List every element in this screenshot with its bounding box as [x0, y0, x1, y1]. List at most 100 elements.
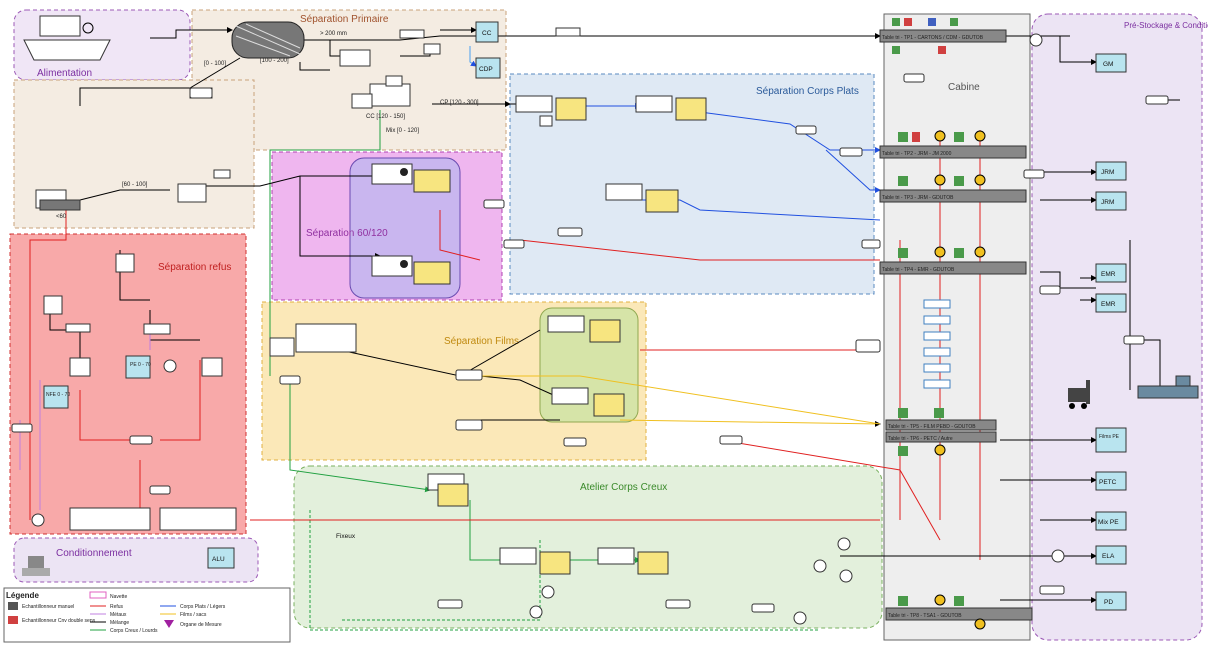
outputs-right: GM JRM JRM EMR EMR Films PE PETC Mix PE [207, 53, 1127, 611]
label-cp: CP [120 - 300] [440, 100, 479, 106]
output-gm[interactable]: GM [1095, 53, 1127, 73]
output-ela[interactable]: ELA [1095, 545, 1127, 565]
conditionnement-icon [22, 556, 50, 576]
output-mix-pe[interactable]: Mix PE [1095, 511, 1127, 531]
table-t3-label: Table tri - TP3 - JRM - GDUTOB [882, 195, 954, 201]
sorting-tables: Table tri - TP1 - CARTONS / CDM - GDUTOB… [879, 18, 1033, 630]
zone-separation-primaire: Séparation Primaire [13, 9, 507, 229]
output-cc[interactable]: CC [475, 21, 499, 43]
output-ela-label: ELA [1102, 553, 1115, 560]
output-mix-pe-label: Mix PE [1098, 519, 1119, 526]
separator-cp-b[interactable] [635, 95, 707, 121]
output-films-pe[interactable]: Films PE [1095, 427, 1127, 453]
legend-corps-plats: Corps Plats / Légers [180, 604, 226, 610]
trommel[interactable] [231, 21, 305, 59]
legend-echant-double: Echantillonneur Cnv double sens [22, 618, 96, 624]
table-t4-label: Table tri - TP4 - EMR - GDUTOB [882, 267, 955, 273]
output-emr-1-label: EMR [1101, 271, 1116, 278]
separator-60-120-b[interactable] [371, 255, 451, 285]
label-0-100: [0 - 100] [204, 61, 226, 67]
output-pe-refus[interactable]: PE 0 - 70 [125, 355, 151, 379]
label-mix: Mix [0 - 120] [386, 128, 419, 134]
output-films-pe-label: Films PE [1099, 434, 1120, 440]
separator-films-b[interactable] [551, 387, 625, 417]
label-cc: CC [120 - 150] [366, 114, 405, 120]
output-alu-label: ALU [212, 556, 225, 563]
output-jrm-1-label: JRM [1101, 169, 1114, 176]
label-100-200: [100 - 200] [260, 58, 289, 64]
zone-title-atelier-corps-creux: Atelier Corps Creux [580, 482, 667, 493]
zone-title-separation-refus: Séparation refus [158, 262, 231, 273]
output-cdp-label: CDP [479, 66, 493, 73]
forklift-icon [1068, 380, 1090, 409]
separator-cp-c[interactable] [605, 183, 679, 213]
machine-bal[interactable] [269, 323, 357, 357]
output-jrm-2[interactable]: JRM [1095, 191, 1127, 211]
separators [269, 95, 707, 575]
output-jrm-2-label: JRM [1101, 199, 1114, 206]
zone-title-separation-60-120: Séparation 60/120 [306, 228, 388, 239]
output-petc[interactable]: PETC [1095, 471, 1127, 491]
legend-corps-creux: Corps Creux / Lourds [110, 628, 158, 634]
output-cc-label: CC [482, 30, 492, 37]
cabine-bins [923, 299, 951, 389]
output-emr-2[interactable]: EMR [1095, 293, 1127, 313]
legend-refus: Refus [110, 604, 124, 610]
zone-pre-stockage: Pré-Stockage & Conditionnement [1031, 13, 1208, 641]
legend-melange: Mélange [110, 620, 129, 626]
zone-title-fixeux: Fixeux [336, 533, 356, 540]
label-60-100: [60 - 100] [122, 182, 148, 188]
table-t4[interactable]: Table tri - TP4 - EMR - GDUTOB [879, 246, 1027, 275]
legend-films: Films / sacs [180, 612, 207, 618]
output-pe-refus-label: PE 0 - 70 [130, 362, 151, 368]
output-nfe-refus-label: NFE 0 - 70 [46, 392, 70, 398]
label-lt60: <60 [56, 214, 67, 220]
output-emr-1[interactable]: EMR [1095, 263, 1127, 283]
navettes [11, 73, 1169, 613]
output-petc-label: PETC [1099, 479, 1117, 486]
zone-title-separation-corps-plats: Séparation Corps Plats [756, 86, 859, 97]
legend-organe: Organe de Mesure [180, 622, 222, 628]
zone-separation-refus: Séparation refus [9, 233, 247, 535]
zone-conditionnement: Conditionnement [13, 537, 259, 583]
table-t1[interactable]: Table tri - TP1 - CARTONS / CDM - GDUTOB [879, 18, 1007, 54]
table-t2[interactable]: Table tri - TP2 - JRM - JM 2000 [879, 130, 1027, 159]
output-alu[interactable]: ALU [207, 547, 235, 569]
zone-title-separation-primaire: Séparation Primaire [300, 14, 389, 25]
legend-navette: Navette [110, 594, 127, 600]
legend-title: Légende [6, 591, 39, 600]
separator-creux-a[interactable] [427, 473, 469, 507]
separator-60-120-a[interactable] [371, 163, 451, 193]
legend-echant-manuel: Echantillonneur manuel [22, 604, 74, 610]
zone-title-conditionnement: Conditionnement [56, 548, 132, 559]
alimentation-hopper[interactable] [23, 15, 111, 61]
refus-equipment: PE 0 - 70 NFE 0 - 70 [31, 253, 237, 531]
legend: Légende Echantillonneur manuel Echantill… [3, 587, 291, 643]
output-jrm-1[interactable]: JRM [1095, 161, 1127, 181]
table-t5[interactable]: Table tri - TP5 - FILM PEBD - GDUTOB [885, 408, 997, 431]
zone-title-pre-stockage: Pré-Stockage & Conditionnement [1124, 21, 1208, 30]
zone-cabine: Cabine [883, 13, 1031, 641]
table-t6-label: Table tri - TP6 - PETC / Autre [888, 436, 953, 442]
separator-cp-a[interactable] [515, 95, 587, 127]
table-t3[interactable]: Table tri - TP3 - JRM - GDUTOB [879, 174, 1027, 203]
separator-creux-b[interactable] [499, 547, 571, 575]
zone-atelier-corps-creux: Atelier Corps Creux Fixeux [293, 465, 883, 629]
table-t1-label: Table tri - TP1 - CARTONS / CDM - GDUTOB [882, 35, 984, 41]
zone-title-separation-films: Séparation Films [444, 336, 519, 347]
output-nfe-refus[interactable]: NFE 0 - 70 [43, 385, 70, 409]
output-cdp[interactable]: CDP [475, 57, 501, 79]
table-t2-label: Table tri - TP2 - JRM - JM 2000 [882, 151, 952, 157]
table-t7-label: Table tri - TP8 - TSA1 - GDUTOB [888, 613, 962, 619]
table-t6[interactable]: Table tri - TP6 - PETC / Autre [885, 431, 997, 456]
separator-creux-c[interactable] [597, 547, 669, 575]
valves [529, 33, 1065, 625]
separator-films-a[interactable] [547, 315, 621, 343]
table-t5-label: Table tri - TP5 - FILM PEBD - GDUTOB [888, 424, 976, 430]
table-t7[interactable]: Table tri - TP8 - TSA1 - GDUTOB [885, 594, 1033, 630]
output-pd[interactable]: PD [1095, 591, 1127, 611]
legend-metaux: Métaux [110, 612, 127, 618]
output-emr-2-label: EMR [1101, 301, 1116, 308]
